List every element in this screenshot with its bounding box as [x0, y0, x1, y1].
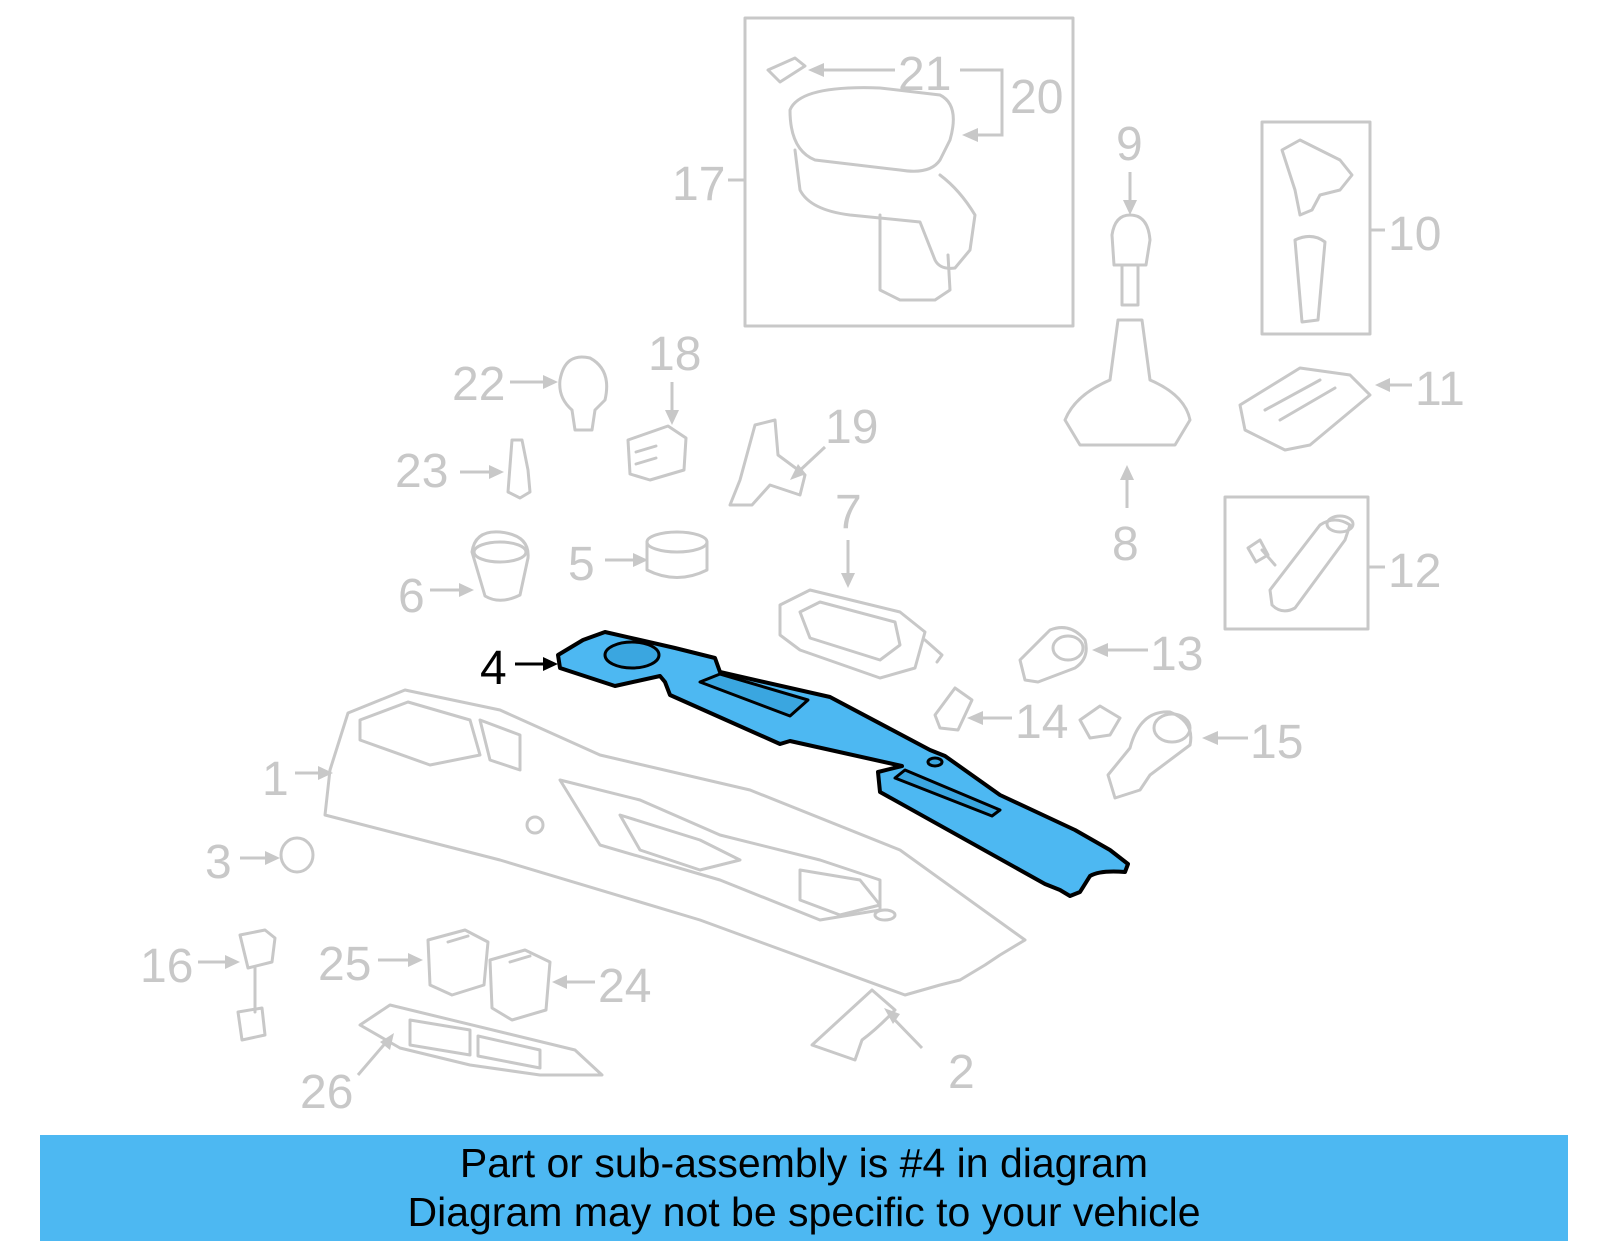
trim-panel-part-4[interactable]: 4 [480, 630, 1130, 898]
callout-23: 23 [395, 445, 448, 498]
callout-24: 24 [598, 960, 651, 1013]
callout-10: 10 [1388, 208, 1441, 261]
cup-opening [603, 640, 661, 670]
lid-handle-part-21[interactable]: 21 [808, 48, 951, 101]
shift-knob-part-9[interactable]: 9 [1110, 118, 1152, 307]
storage-opening [698, 672, 810, 718]
callout-25: 25 [318, 938, 371, 991]
slot-opening [893, 768, 1002, 818]
callout-3: 3 [205, 836, 232, 889]
callout-12: 12 [1388, 545, 1441, 598]
callout-7: 7 [835, 486, 862, 539]
socket-part-15[interactable]: 15 [1078, 704, 1303, 800]
armrest-assembly[interactable] [743, 16, 1075, 328]
cup-ring-part-5[interactable]: 5 [568, 530, 709, 591]
lid-part-20[interactable]: 20 [960, 68, 1063, 142]
callout-14: 14 [1015, 696, 1068, 749]
banner-line-2: Diagram may not be specific to your vehi… [407, 1189, 1201, 1235]
switch-part-24[interactable]: 24 [488, 948, 651, 1022]
knob-part-22[interactable]: 22 [452, 355, 609, 432]
callout-22: 22 [452, 358, 505, 411]
callout-21: 21 [898, 48, 951, 101]
armrest-part-17[interactable]: 17 [672, 158, 745, 211]
storage-tray-part-7[interactable]: 7 [778, 486, 944, 680]
callout-15: 15 [1250, 716, 1303, 769]
callout-1: 1 [262, 753, 289, 806]
clip-part-3[interactable]: 3 [205, 836, 315, 889]
callout-20: 20 [1010, 71, 1063, 124]
callout-26: 26 [300, 1066, 353, 1119]
switch-part-16[interactable]: 16 [140, 928, 277, 1042]
callout-4: 4 [480, 642, 507, 695]
callout-8: 8 [1112, 518, 1139, 571]
lighter-part-12[interactable]: 12 [1223, 495, 1441, 631]
callout-9: 9 [1116, 118, 1143, 171]
console-part-1[interactable]: 1 [262, 688, 1027, 997]
plate-part-2[interactable]: 2 [810, 988, 975, 1099]
switch-panel-part-26[interactable]: 26 [300, 1003, 604, 1119]
callout-17: 17 [672, 158, 725, 211]
screw-hole [926, 756, 944, 768]
callout-13: 13 [1150, 628, 1203, 681]
callout-18: 18 [648, 328, 701, 381]
switch-part-18[interactable]: 18 [626, 328, 701, 482]
callout-11: 11 [1415, 363, 1465, 416]
trim-panel-highlight [556, 630, 1130, 898]
callout-2: 2 [948, 1046, 975, 1099]
socket-part-13[interactable]: 13 [1018, 626, 1203, 684]
callout-16: 16 [140, 940, 193, 993]
switch-part-25[interactable]: 25 [318, 928, 490, 997]
cap-part-14[interactable]: 14 [933, 686, 1068, 749]
trim-plate-part-11[interactable]: 11 [1238, 363, 1465, 452]
banner-line-1: Part or sub-assembly is #4 in diagram [459, 1140, 1149, 1186]
bracket-part-19[interactable]: 19 [728, 401, 878, 507]
connector-part-23[interactable]: 23 [395, 438, 532, 500]
info-banner: Part or sub-assembly is #4 in diagram Di… [40, 1135, 1568, 1241]
callout-6: 6 [398, 570, 425, 623]
knob-part-10[interactable]: 10 [1260, 120, 1441, 336]
callout-19: 19 [825, 401, 878, 454]
cup-holder-part-6[interactable]: 6 [398, 530, 530, 623]
callout-5: 5 [568, 538, 595, 591]
shift-boot-part-8[interactable]: 8 [1063, 318, 1192, 571]
